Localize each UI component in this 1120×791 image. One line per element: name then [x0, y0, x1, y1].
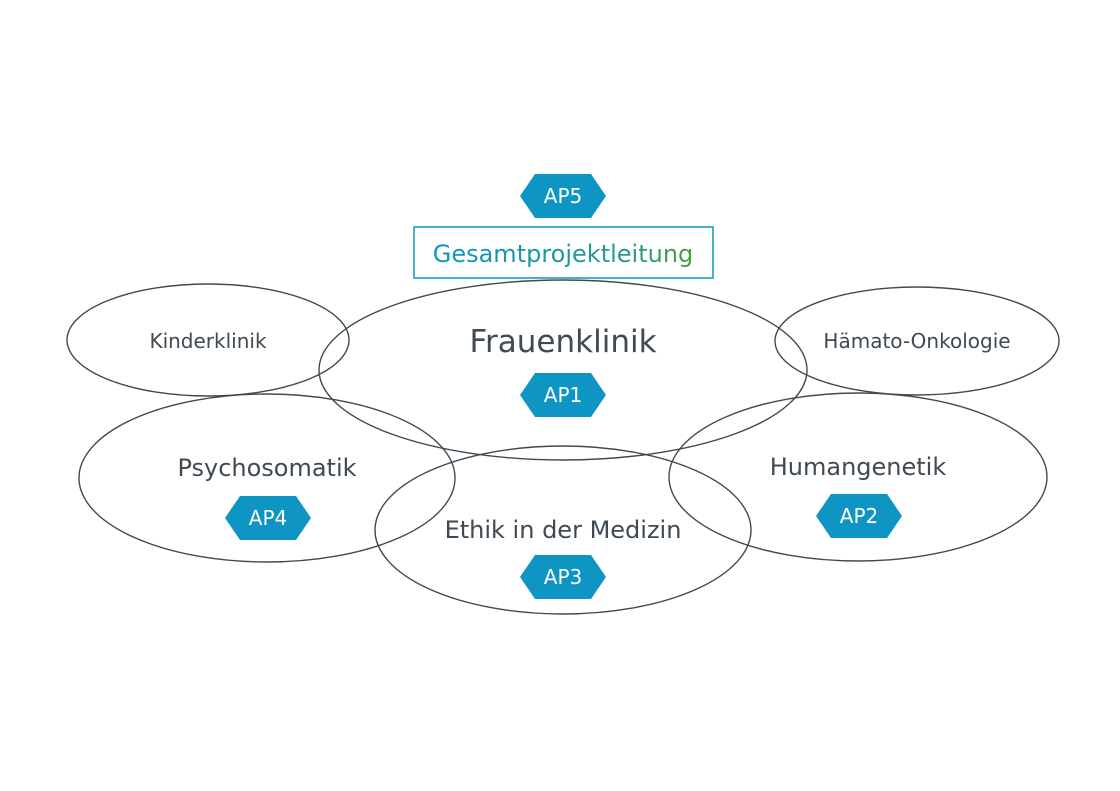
humangenetik-label: Humangenetik — [770, 453, 947, 481]
humangenetik-ellipse — [668, 392, 1048, 562]
kinderklinik-label: Kinderklinik — [149, 329, 266, 353]
psychosomatik-ellipse — [78, 393, 456, 563]
psychosomatik-label: Psychosomatik — [177, 454, 356, 482]
ap1-badge: AP1 — [520, 373, 606, 417]
svg-text:AP2: AP2 — [840, 504, 878, 528]
svg-text:AP3: AP3 — [544, 565, 582, 589]
svg-text:AP1: AP1 — [544, 383, 582, 407]
kinderklinik-ellipse — [66, 283, 350, 397]
ap5-badge: AP5 — [520, 174, 606, 218]
ethik-label: Ethik in der Medizin — [445, 516, 682, 544]
ap2-badge: AP2 — [816, 494, 902, 538]
frauenklinik-label: Frauenklinik — [469, 324, 656, 360]
lead-box: Gesamtprojektleitung — [413, 226, 714, 279]
svg-text:AP5: AP5 — [544, 184, 582, 208]
lead-title: Gesamtprojektleitung — [433, 240, 694, 268]
ap4-badge: AP4 — [225, 496, 311, 540]
haemato-onkologie-ellipse — [774, 286, 1060, 396]
ap3-badge: AP3 — [520, 555, 606, 599]
svg-text:AP4: AP4 — [249, 506, 287, 530]
frauenklinik-ellipse — [318, 279, 808, 461]
haemato-onkologie-label: Hämato-Onkologie — [823, 329, 1010, 353]
ethik-ellipse — [374, 445, 752, 615]
